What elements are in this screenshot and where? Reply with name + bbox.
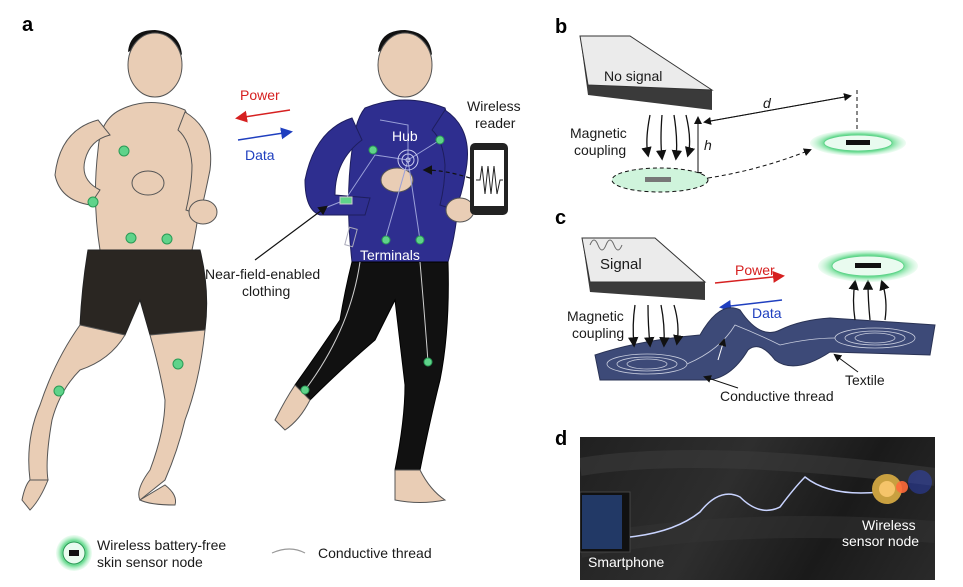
wireless-reader-phone xyxy=(422,143,508,215)
legend-art xyxy=(56,535,306,571)
clothing-pointer xyxy=(254,205,328,261)
panel-c-art xyxy=(581,237,936,389)
node-label-1: Wireless xyxy=(862,517,916,533)
reader-label-1: Wireless xyxy=(467,98,521,114)
panel-label-c: c xyxy=(555,207,567,229)
c-magnetic-label-2: coupling xyxy=(572,325,625,341)
reader-label-2: reader xyxy=(475,115,516,131)
terminals-label: Terminals xyxy=(360,247,420,263)
panel-label-d: d xyxy=(555,428,568,450)
hub-label: Hub xyxy=(392,128,418,144)
photo-art xyxy=(580,450,935,558)
b-magnetic-label-1: Magnetic xyxy=(570,125,627,141)
c-power-label: Power xyxy=(735,262,775,278)
c-data-label: Data xyxy=(752,305,782,321)
power-arrow xyxy=(235,109,291,123)
smartphone-label: Smartphone xyxy=(588,554,665,570)
hub xyxy=(397,149,419,171)
panel-label-a: a xyxy=(22,14,34,36)
b-magnetic-label-2: coupling xyxy=(574,142,627,158)
data-arrow xyxy=(237,127,293,141)
clothing-label-2: clothing xyxy=(242,283,291,299)
legend-node-label-1: Wireless battery-free xyxy=(97,537,227,553)
panel-label-b: b xyxy=(555,16,568,38)
distance-d-label: d xyxy=(763,95,771,111)
panel-d-photo: Smartphone Wireless sensor node xyxy=(580,437,935,580)
power-label: Power xyxy=(240,87,280,103)
node-label-2: sensor node xyxy=(842,533,920,549)
terminal-nodes xyxy=(300,135,445,395)
skin-sensor-node xyxy=(53,145,184,397)
signal-label: Signal xyxy=(600,256,642,273)
runner-right xyxy=(274,30,475,503)
conductive-thread-label: Conductive thread xyxy=(720,388,834,404)
legend-node-label-2: skin sensor node xyxy=(97,554,203,570)
data-label: Data xyxy=(245,147,275,163)
panel-b-art xyxy=(579,35,906,193)
textile-label: Textile xyxy=(845,372,885,388)
height-h-label: h xyxy=(704,137,712,153)
no-signal-label: No signal xyxy=(604,68,663,84)
c-magnetic-label-1: Magnetic xyxy=(567,308,624,324)
runner-left xyxy=(21,30,218,511)
clothing-label-1: Near-field-enabled xyxy=(205,266,321,282)
legend-thread-label: Conductive thread xyxy=(318,545,432,561)
